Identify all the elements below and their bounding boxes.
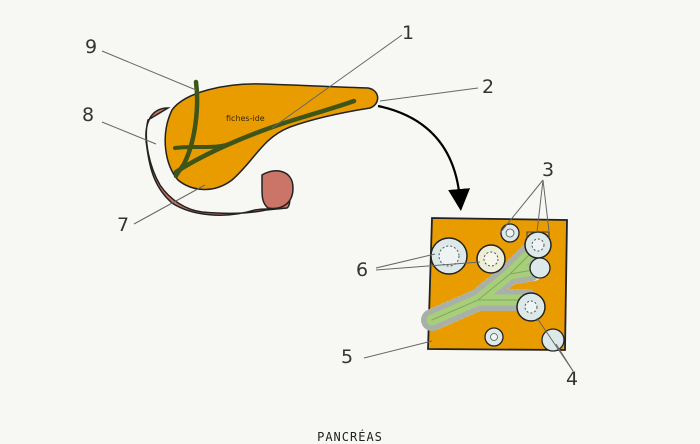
leader-lines — [101, 34, 574, 372]
leader-3b — [536, 179, 544, 233]
leader-6b — [375, 261, 481, 271]
accessory-duct — [173, 141, 234, 150]
acinus-middle-right — [516, 292, 546, 322]
bile-duct — [173, 79, 200, 179]
label-3: 3 — [542, 159, 554, 181]
label-6: 6 — [356, 259, 368, 281]
leader-2 — [379, 87, 479, 102]
leader-3a — [499, 179, 544, 234]
main-duct-lumen — [426, 246, 539, 326]
bracket-mark — [526, 231, 550, 238]
acinus-top-right — [524, 231, 552, 259]
leader-7 — [133, 184, 206, 225]
leader-3c — [542, 179, 550, 232]
leader-4b — [555, 343, 574, 372]
acinus-small-bottom — [484, 327, 504, 347]
islet-large-left — [430, 237, 468, 275]
label-7: 7 — [117, 214, 129, 236]
leader-5 — [363, 340, 433, 359]
watermark-text: fiches-ide — [226, 114, 265, 123]
zoom-arrow — [377, 104, 471, 211]
diagram-title: PANCRÉAS — [317, 430, 383, 444]
leader-8 — [101, 121, 157, 145]
leader-1 — [271, 34, 403, 129]
pancreatic-duct — [173, 98, 357, 175]
acinus-top-left — [476, 244, 506, 274]
duodenum-end — [261, 170, 294, 210]
leader-6a — [375, 253, 436, 269]
label-4: 4 — [566, 368, 578, 390]
main-duct-center — [431, 251, 534, 321]
leader-9 — [101, 50, 197, 91]
label-2: 2 — [482, 76, 494, 98]
acinus-corner-bottom-right — [541, 328, 565, 352]
label-1: 1 — [402, 22, 414, 44]
acinus-top-small — [500, 223, 520, 243]
acinus-right — [529, 257, 551, 279]
label-5: 5 — [341, 346, 353, 368]
label-8: 8 — [82, 104, 94, 126]
label-9: 9 — [85, 36, 97, 58]
tissue-zoom — [421, 217, 568, 352]
